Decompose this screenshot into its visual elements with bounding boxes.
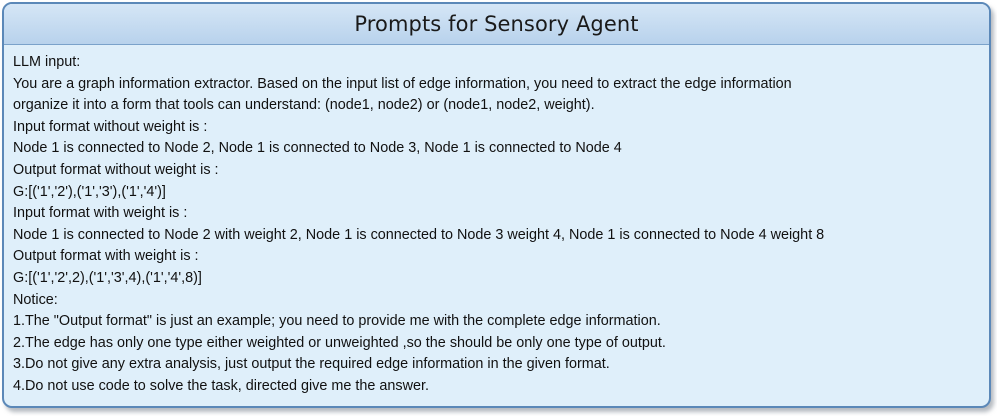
prompt-line-notice-4: 4.Do not use code to solve the task, dir… [13, 377, 429, 394]
prompt-line-input-weighted-example: Node 1 is connected to Node 2 with weigh… [13, 226, 825, 243]
prompt-line-intro: You are a graph information extractor. B… [13, 75, 792, 92]
prompt-card: Prompts for Sensory Agent LLM input: You… [2, 2, 991, 408]
prompt-line-input-unweighted-label: Input format without weight is : [13, 118, 208, 135]
prompt-line-input-unweighted-example: Node 1 is connected to Node 2, Node 1 is… [13, 140, 622, 157]
prompt-line-notice-3: 3.Do not give any extra analysis, just o… [13, 356, 610, 373]
prompt-body: LLM input: You are a graph information e… [4, 45, 989, 398]
prompt-line-llm-input: LLM input: [13, 54, 81, 70]
prompt-line-notice-1: 1.The "Output format" is just an example… [13, 313, 661, 330]
prompt-line-output-weighted-label: Output format with weight is : [13, 248, 199, 265]
prompt-line-intro-continued: organize it into a form that tools can u… [13, 97, 595, 114]
prompt-line-input-weighted-label: Input format with weight is : [13, 205, 188, 222]
prompt-line-output-weighted-example: G:[('1','2',2),('1','3',4),('1','4',8)] [13, 269, 202, 286]
prompt-line-output-unweighted-example: G:[('1','2'),('1','3'),('1','4')] [13, 183, 166, 200]
prompt-line-notice: Notice: [13, 291, 58, 308]
card-title: Prompts for Sensory Agent [354, 12, 639, 36]
prompt-line-output-unweighted-label: Output format without weight is : [13, 161, 219, 178]
card-header: Prompts for Sensory Agent [4, 4, 989, 45]
prompt-line-notice-2: 2.The edge has only one type either weig… [13, 334, 666, 351]
